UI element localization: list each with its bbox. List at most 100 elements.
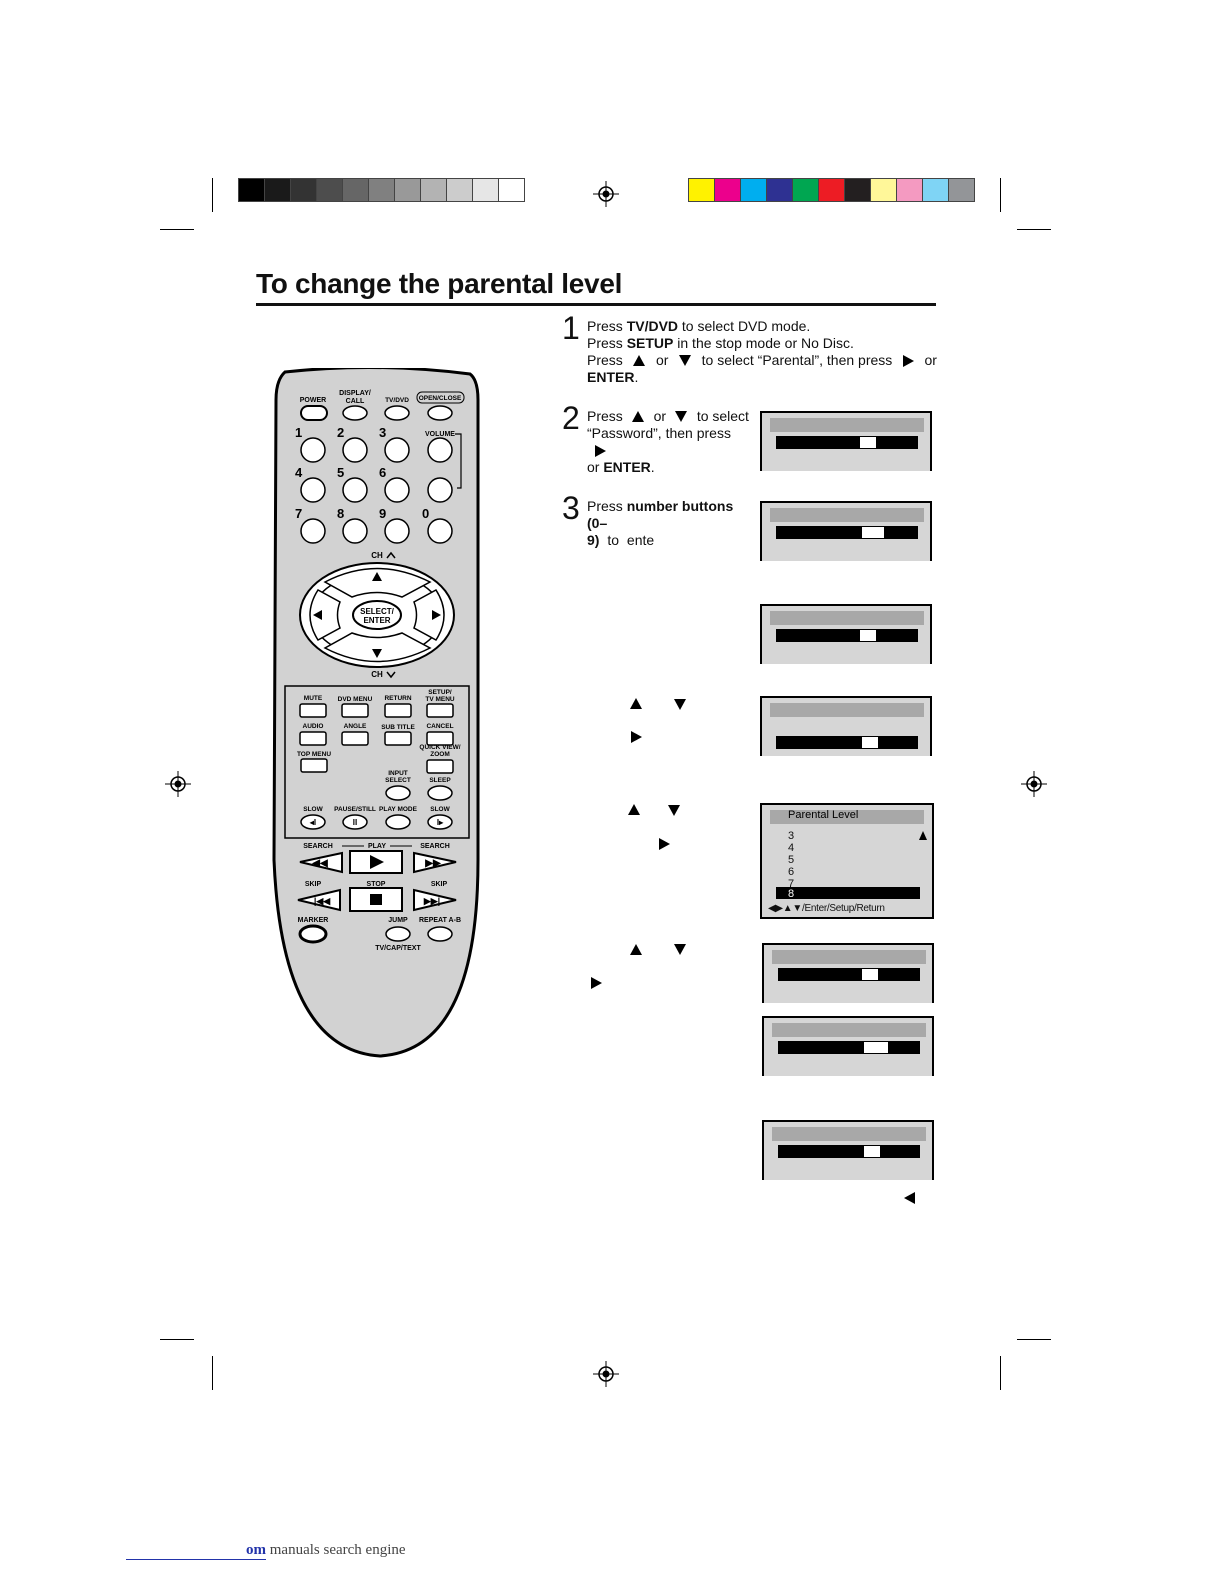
slow-forward-button[interactable] — [427, 814, 453, 830]
return-label: RETURN — [384, 695, 411, 702]
registration-mark-icon — [165, 771, 191, 797]
osd-title-bar — [770, 703, 924, 717]
angle-label: ANGLE — [344, 723, 367, 730]
osd-title-bar — [770, 611, 924, 625]
stop-icon — [370, 894, 382, 905]
power-button[interactable] — [300, 405, 328, 421]
slow-back-button[interactable] — [300, 814, 326, 830]
color-swatch — [922, 178, 949, 202]
registration-mark-icon — [593, 181, 619, 207]
mute-button[interactable] — [299, 703, 327, 718]
digit-7-button[interactable] — [300, 518, 326, 544]
text: . — [634, 369, 639, 385]
repeat-ab-button[interactable] — [427, 926, 453, 942]
dvd-menu-button[interactable] — [341, 703, 369, 718]
digit-6-button[interactable] — [384, 477, 410, 503]
color-swatch — [290, 178, 317, 202]
jump-button[interactable] — [385, 926, 411, 942]
digit-label: 2 — [337, 425, 344, 440]
marker-button[interactable] — [298, 924, 328, 944]
slow-forward-icon: I▸ — [437, 818, 444, 827]
skip-forward-button[interactable] — [413, 888, 457, 912]
quick-view-label: ZOOM — [430, 751, 450, 758]
setup-tv-menu-label: SETUP/ — [428, 689, 452, 696]
title-rule — [256, 303, 936, 306]
digit-9-button[interactable] — [384, 518, 410, 544]
digit-4-button[interactable] — [300, 477, 326, 503]
key-name: TV/DVD — [626, 318, 679, 334]
text: or — [653, 408, 667, 424]
digit-5-button[interactable] — [342, 477, 368, 503]
search-right-label: SEARCH — [420, 843, 450, 850]
right-arrow-icon — [591, 977, 602, 989]
color-swatch — [420, 178, 447, 202]
top-menu-button[interactable] — [300, 758, 328, 773]
volume-down-button[interactable] — [427, 477, 453, 503]
down-arrow-icon — [668, 805, 680, 816]
crop-mark — [1000, 178, 1001, 212]
angle-button[interactable] — [341, 731, 369, 746]
color-swatch — [264, 178, 291, 202]
text: to select “Parental”, then press — [701, 352, 893, 368]
color-swatch — [766, 178, 793, 202]
cancel-button[interactable] — [426, 731, 454, 746]
osd-cursor — [860, 437, 876, 448]
text: Press — [587, 498, 627, 514]
display-button[interactable] — [342, 405, 368, 421]
key-name: ENTER — [603, 459, 651, 475]
color-swatch — [792, 178, 819, 202]
digit-3-button[interactable] — [384, 437, 410, 463]
sleep-button[interactable] — [427, 785, 453, 801]
osd-cursor — [862, 737, 878, 748]
color-swatch — [740, 178, 767, 202]
osd-footer: ◀▶▲▼/Enter/Setup/Return — [768, 903, 885, 914]
quick-view-button[interactable] — [426, 759, 454, 774]
volume-up-button[interactable] — [427, 437, 453, 463]
color-swatch — [238, 178, 265, 202]
osd-cursor — [864, 1042, 888, 1053]
osd-selected-row — [778, 1145, 920, 1158]
sub-title-label: SUB TITLE — [381, 724, 415, 731]
left-button[interactable] — [309, 589, 341, 641]
down-button[interactable] — [323, 632, 432, 663]
volume-bracket — [455, 433, 462, 489]
digit-8-button[interactable] — [342, 518, 368, 544]
jump-label: JUMP — [388, 917, 408, 924]
color-swatch — [342, 178, 369, 202]
footer-prefix[interactable]: om — [246, 1542, 266, 1558]
play-mode-button[interactable] — [385, 814, 411, 830]
level-option-selected: 8 — [788, 888, 795, 900]
pause-still-button[interactable] — [342, 814, 368, 830]
osd-selected-row — [776, 526, 918, 539]
input-select-button[interactable] — [385, 785, 411, 801]
digit-label: 1 — [295, 425, 302, 440]
osd-cursor — [860, 630, 876, 641]
key-name: SETUP — [626, 335, 674, 351]
cancel-label: CANCEL — [426, 723, 453, 730]
open-close-outline — [416, 391, 465, 404]
search-back-button[interactable] — [299, 851, 343, 874]
digit-0-button[interactable] — [427, 518, 453, 544]
open-close-button[interactable] — [427, 405, 453, 421]
right-arrow-icon — [902, 354, 914, 367]
scroll-up-icon — [919, 831, 927, 840]
chevron-up-icon — [386, 551, 396, 559]
search-forward-button[interactable] — [413, 851, 457, 874]
return-button[interactable] — [384, 703, 412, 718]
right-button[interactable] — [413, 589, 445, 641]
skip-back-button[interactable] — [297, 888, 341, 912]
step-number: 3 — [562, 490, 580, 526]
color-swatch — [948, 178, 975, 202]
digit-1-button[interactable] — [300, 437, 326, 463]
skip-forward-icon: ▶▶| — [423, 896, 440, 906]
osd-title: Parental Level — [788, 809, 859, 821]
tvdvd-button[interactable] — [384, 405, 410, 421]
up-button[interactable] — [323, 567, 432, 598]
osd-screen — [762, 943, 934, 1003]
select-enter-button[interactable] — [352, 600, 402, 630]
digit-2-button[interactable] — [342, 437, 368, 463]
setup-tv-menu-button[interactable] — [426, 703, 454, 718]
audio-button[interactable] — [299, 731, 327, 746]
sub-title-button[interactable] — [384, 731, 412, 746]
